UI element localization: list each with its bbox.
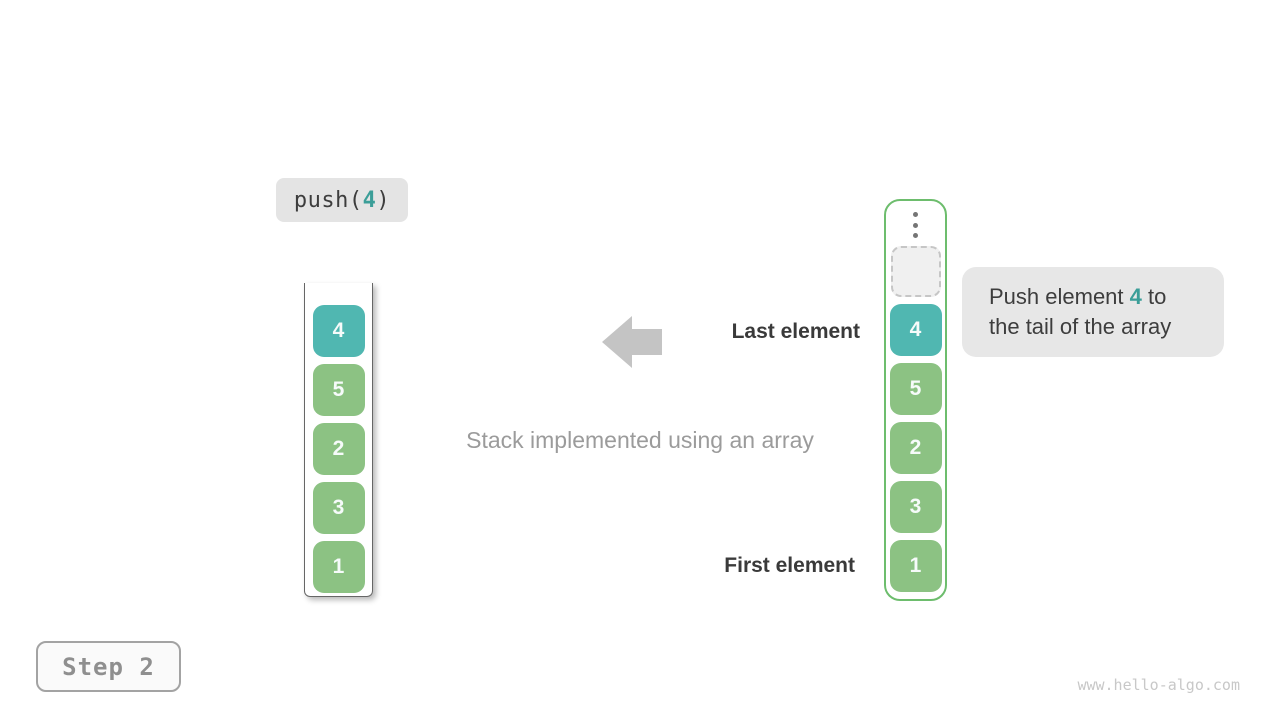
- push-operation-value: 4: [362, 187, 377, 213]
- ellipsis-dot: [913, 212, 918, 217]
- array-stack-container: 4 5 2 3 1: [304, 283, 373, 597]
- stack-cell: 5: [889, 363, 942, 415]
- stack-cell: 4: [889, 304, 942, 356]
- bubble-line-2: the tail of the array: [989, 314, 1172, 339]
- stack-caption: Stack implemented using an array: [466, 427, 814, 453]
- push-operation-label: push(4): [276, 178, 408, 222]
- empty-slot: [890, 246, 941, 297]
- stack-cell: 1: [889, 540, 942, 592]
- ellipsis-icon: [913, 212, 918, 238]
- stack-cell: 5: [312, 364, 365, 416]
- array-tail-stack-container: 4 5 2 3 1: [884, 199, 947, 601]
- stack-cell: 2: [312, 423, 365, 475]
- watermark: www.hello-algo.com: [1077, 676, 1240, 694]
- stack-cell: 1: [312, 541, 365, 593]
- push-operation-prefix: push(: [293, 187, 363, 213]
- last-element-label: Last element: [731, 320, 860, 343]
- bubble-text-before: Push element: [989, 284, 1130, 309]
- left-arrow-icon: [602, 316, 662, 368]
- ellipsis-dot: [913, 222, 918, 228]
- stack-cell: 4: [312, 305, 365, 357]
- stack-cells: 4 5 2 3 1: [889, 304, 942, 592]
- explanation-bubble: Push element 4 to the tail of the array: [962, 267, 1224, 357]
- stack-cell: 2: [889, 422, 942, 474]
- bubble-value: 4: [1129, 284, 1142, 309]
- push-operation-suffix: ): [376, 187, 391, 213]
- stack-cell: 3: [312, 482, 365, 534]
- bubble-line-1: Push element 4 to: [989, 282, 1224, 312]
- first-element-label: First element: [724, 554, 855, 577]
- ellipsis-dot: [913, 233, 918, 238]
- bubble-text-after: to: [1141, 284, 1167, 309]
- stack-cell: 3: [889, 481, 942, 533]
- step-badge: Step 2: [36, 641, 181, 692]
